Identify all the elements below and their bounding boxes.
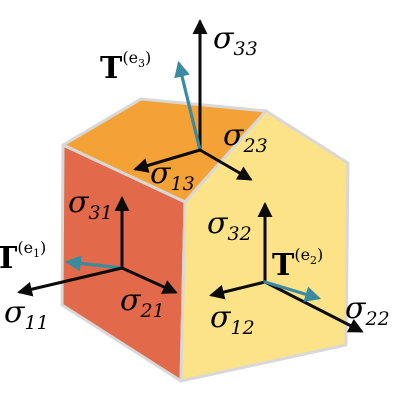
sigma-22-arrow	[263, 280, 364, 333]
traction-e3-arrow	[174, 60, 202, 152]
top-face-arrows	[133, 19, 253, 181]
label-sigma-12: σ12	[210, 300, 255, 339]
label-sigma-22: σ22	[345, 291, 390, 330]
labels: σ33 σ23 σ13 σ31 σ11 σ21 σ32 σ12 σ22 T(e3…	[0, 21, 390, 339]
sigma-21-arrow	[120, 266, 178, 294]
label-traction-e1: T(e1)	[0, 238, 46, 276]
sigma-12-arrow	[209, 280, 267, 300]
label-sigma-33: σ33	[213, 21, 258, 60]
label-sigma-32: σ32	[207, 206, 252, 245]
sigma-11-arrow	[17, 266, 124, 297]
right-face-arrows	[209, 202, 364, 333]
label-traction-e3: T(e3)	[100, 48, 151, 86]
label-traction-e2: T(e2)	[272, 245, 323, 283]
label-sigma-21: σ21	[120, 283, 165, 322]
sigma-13-arrow	[133, 148, 202, 173]
label-sigma-23: σ23	[223, 118, 268, 157]
left-face-arrows	[17, 196, 178, 297]
traction-e2-arrow	[263, 280, 322, 302]
cube	[60, 97, 350, 383]
sigma-23-arrow	[198, 148, 253, 181]
label-sigma-31: σ31	[68, 185, 113, 224]
traction-e1-arrow	[64, 255, 124, 272]
label-sigma-13: σ13	[150, 156, 195, 195]
label-sigma-11: σ11	[4, 295, 49, 334]
